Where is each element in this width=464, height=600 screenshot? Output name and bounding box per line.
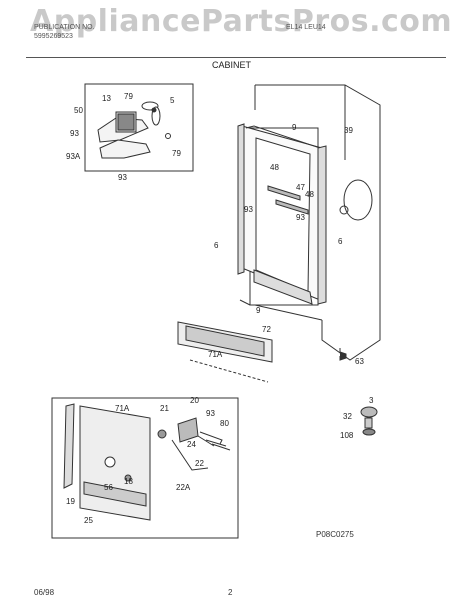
- callout-93: 93: [70, 129, 79, 138]
- callout-71A: 71A: [208, 350, 223, 359]
- drain-tube: [63, 403, 75, 489]
- callout-93e: 93: [206, 409, 215, 418]
- callout-21: 21: [160, 404, 169, 413]
- bottom-rail: [253, 269, 313, 305]
- callout-71A-inset: 71A: [115, 404, 130, 413]
- footer-page: 2: [228, 588, 233, 597]
- relay-20: [177, 417, 199, 443]
- callout-48a: 48: [270, 163, 279, 172]
- foot-32: [360, 406, 378, 418]
- callout-47: 47: [296, 183, 305, 192]
- side-vent: [343, 179, 373, 221]
- callout-9b: 9: [256, 306, 261, 315]
- callout-24: 24: [187, 440, 196, 449]
- callout-93c: 93: [244, 205, 253, 214]
- watermark: AppliancePartsPros.com: [30, 4, 453, 39]
- model-numbers: EL14 LEU14: [286, 24, 326, 31]
- callout-6b: 6: [338, 237, 343, 246]
- callout-72: 72: [262, 325, 271, 334]
- callout-22: 22: [195, 459, 204, 468]
- callout-32: 32: [343, 412, 352, 421]
- control-inset-frame: [51, 397, 239, 539]
- leveling-leg-63: [339, 348, 347, 361]
- callout-80: 80: [220, 419, 229, 428]
- publication-number: 5995269523: [34, 33, 73, 40]
- callout-56: 56: [104, 483, 113, 492]
- callout-6a: 6: [214, 241, 219, 250]
- screw-79: [165, 133, 171, 139]
- publication-label: PUBLICATION NO.: [34, 24, 95, 31]
- callout-20: 20: [190, 396, 199, 405]
- gasket-left: [237, 123, 245, 275]
- nut-108: [362, 428, 376, 436]
- footer-date: 06/98: [34, 588, 55, 597]
- diagram-code: P08C0275: [316, 530, 354, 539]
- callout-50: 50: [74, 106, 83, 115]
- callout-108: 108: [340, 431, 354, 440]
- gasket-right: [317, 145, 327, 305]
- callout-39: 39: [344, 126, 353, 135]
- callout-3: 3: [369, 396, 374, 405]
- callout-93d: 93: [296, 213, 305, 222]
- callout-79: 79: [124, 92, 133, 101]
- section-title: CABINET: [212, 60, 252, 70]
- callout-13: 13: [102, 94, 111, 103]
- lower-bracket: [99, 139, 151, 159]
- thermostat-knob: [104, 456, 116, 468]
- callout-5: 5: [170, 96, 175, 105]
- callout-63: 63: [355, 357, 364, 366]
- callout-48b: 48: [305, 190, 314, 199]
- control-21: [157, 429, 167, 439]
- callout-18: 18: [124, 477, 133, 486]
- callout-25: 25: [84, 516, 93, 525]
- header-rule: [26, 57, 446, 58]
- callout-79b: 79: [172, 149, 181, 158]
- callout-93A: 93A: [66, 152, 81, 161]
- callout-9a: 9: [292, 123, 297, 132]
- callout-19: 19: [66, 497, 75, 506]
- callout-93b: 93: [118, 173, 127, 182]
- callout-22A: 22A: [176, 483, 191, 492]
- fan-inset-frame: [84, 83, 194, 172]
